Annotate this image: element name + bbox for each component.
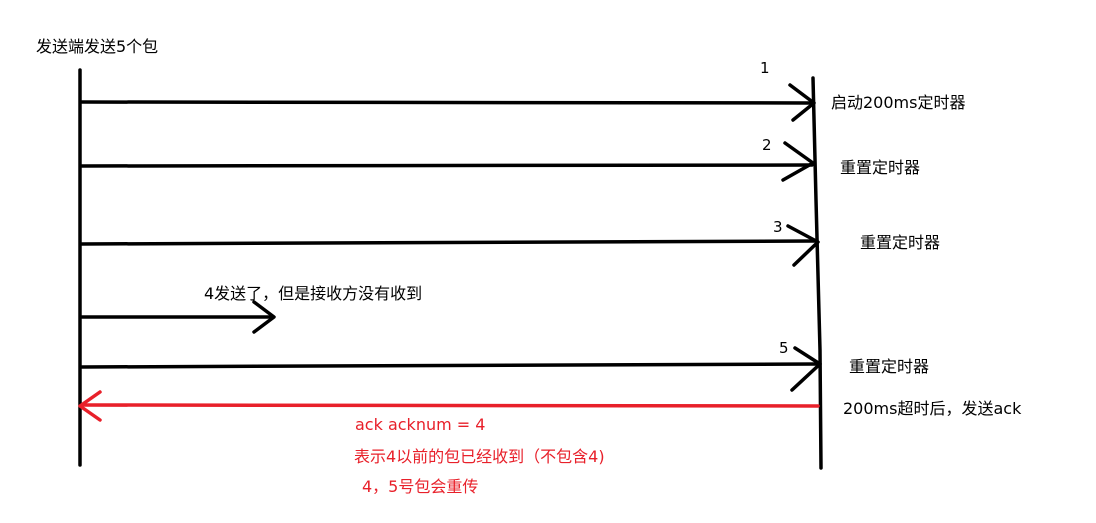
- packet-arrow-line: [80, 100, 814, 105]
- packet-5: 5 重置定时器: [80, 339, 929, 392]
- ack-retransmit: 4，5号包会重传: [362, 477, 478, 496]
- packet-note: 重置定时器: [840, 158, 920, 177]
- packet-4-lost: 4发送了，但是接收方没有收到: [80, 284, 422, 334]
- ack-label: ack acknum = 4: [355, 415, 485, 434]
- packet-number: 3: [773, 218, 783, 236]
- ack-message: 200ms超时后，发送ack ack acknum = 4 表示4以前的包已经收…: [78, 390, 1022, 496]
- packet-note: 启动200ms定时器: [831, 93, 965, 112]
- arrowhead: [781, 141, 815, 182]
- packet-1: 1 启动200ms定时器: [80, 59, 965, 122]
- packet-arrow-line: [80, 362, 819, 369]
- packet-arrow-line: [80, 163, 814, 168]
- sender-title: 发送端发送5个包: [36, 37, 158, 56]
- packet-3: 3 重置定时器: [80, 218, 940, 267]
- arrowhead: [786, 224, 820, 267]
- packet-number: 5: [779, 339, 789, 357]
- ack-explanation: 表示4以前的包已经收到（不包含4): [354, 447, 605, 466]
- packet-note: 重置定时器: [849, 357, 929, 376]
- arrowhead: [790, 346, 822, 392]
- arrowhead: [788, 83, 816, 122]
- ack-arrowhead: [78, 390, 102, 422]
- ack-arrow-line: [80, 403, 820, 408]
- receiver-timeline: [811, 76, 823, 470]
- arrowhead: [252, 300, 276, 334]
- packet-note: 重置定时器: [860, 233, 940, 252]
- packet-number: 1: [760, 59, 770, 77]
- packet-number: 2: [762, 136, 772, 154]
- ack-trigger: 200ms超时后，发送ack: [843, 399, 1022, 418]
- packet-2: 2 重置定时器: [80, 136, 920, 182]
- packet-note: 4发送了，但是接收方没有收到: [204, 284, 422, 303]
- packet-arrow-line: [80, 239, 817, 246]
